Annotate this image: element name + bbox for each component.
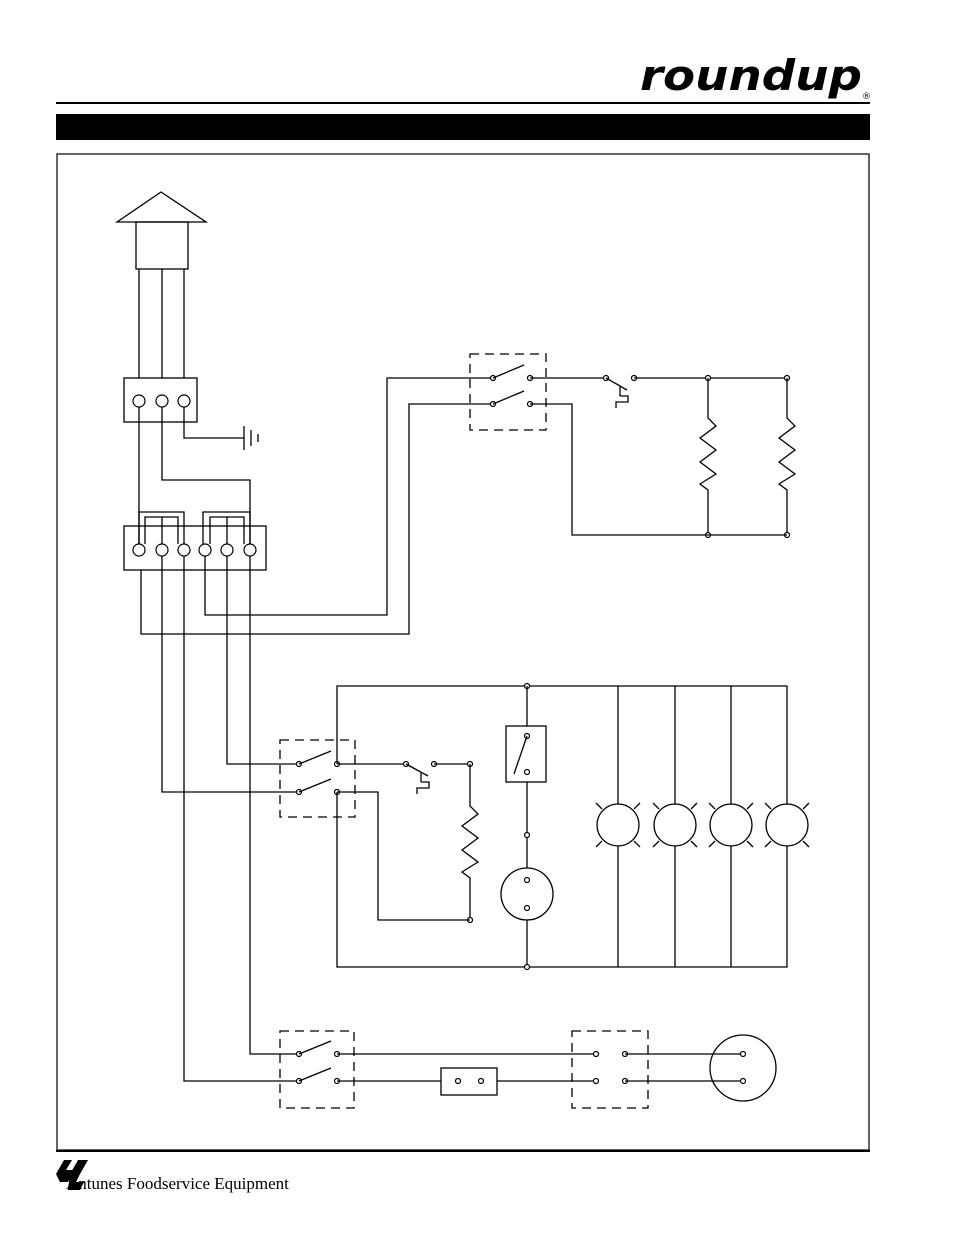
footer-company-name: Antunes Foodservice Equipment	[66, 1174, 289, 1194]
terminal-block-3	[124, 378, 197, 422]
motor-large	[710, 1035, 776, 1101]
lower-feed-wires	[162, 556, 299, 1081]
ground-symbol-icon	[184, 407, 258, 450]
switch-dpst-upper	[470, 354, 546, 430]
switch-dpst-middle	[280, 740, 355, 817]
motor-small	[501, 868, 553, 970]
connector-plug	[572, 1031, 743, 1108]
relay-switch	[506, 684, 546, 869]
heater-element-left	[700, 376, 716, 538]
heater-element-right	[779, 376, 795, 538]
upper-circuit-wires	[141, 378, 493, 634]
lamp-2	[653, 803, 697, 847]
heater-return-wire	[530, 404, 787, 535]
diagram-frame	[57, 154, 869, 1150]
lamp-4	[765, 803, 809, 847]
thermostat-upper	[530, 376, 787, 409]
fuse	[441, 1068, 497, 1095]
lamp-1	[596, 803, 640, 847]
heater-element-middle	[337, 762, 478, 923]
lamp-3	[709, 803, 753, 847]
terminal-block-6	[124, 512, 266, 570]
power-plug-icon	[117, 192, 206, 378]
feed-wires	[139, 407, 250, 544]
footer-rule	[56, 1150, 870, 1152]
thermostat-middle	[337, 762, 470, 795]
switch-dpst-lower	[280, 1031, 354, 1108]
